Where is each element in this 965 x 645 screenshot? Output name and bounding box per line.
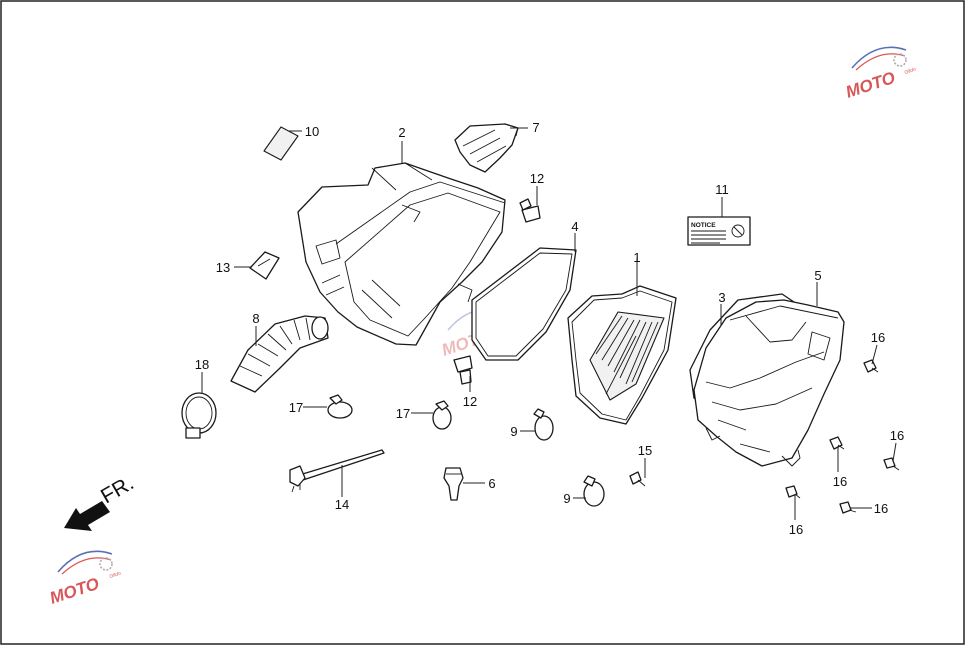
callout-part-1: 1: [633, 250, 640, 265]
watermark-sub-text: Gildo: [109, 571, 122, 580]
part-12-bolt-upper: [519, 198, 541, 223]
callout-part-7: 7: [532, 120, 539, 135]
callout-part-5: 5: [814, 268, 821, 283]
callout-part-12-lower: 12: [463, 394, 477, 409]
callout-part-17-left: 17: [289, 400, 303, 415]
part-10-label-sticker: [263, 126, 299, 161]
callout-part-4: 4: [571, 219, 578, 234]
watermark-main-text: MOTO: [47, 574, 101, 608]
watermark-sub-text: Gildo: [904, 67, 917, 76]
part-16-screw-3: [883, 457, 900, 471]
callout-part-10: 10: [305, 124, 319, 139]
callout-part-3: 3: [718, 290, 725, 305]
part-18-hose-clamp: [181, 392, 217, 439]
callout-part-16-b: 16: [833, 474, 847, 489]
callout-part-16-a: 16: [871, 330, 885, 345]
part-16-screw-5: [839, 501, 857, 514]
callout-part-15: 15: [638, 443, 652, 458]
callout-part-16-d: 16: [789, 522, 803, 537]
part-11-notice-label: NOTICE: [687, 216, 751, 246]
part-4-gasket: [471, 247, 577, 361]
callout-part-16-c: 16: [890, 428, 904, 443]
part-16-screw-4: [785, 485, 801, 499]
watermark-bottom-left: MOTO Gildo: [47, 550, 122, 608]
part-1-air-filter-element: [567, 285, 677, 425]
part-9-clamp-lower: [583, 475, 605, 507]
part-16-screw-1: [863, 359, 879, 373]
front-arrow-icon: [64, 501, 110, 531]
callout-part-11: 11: [715, 182, 729, 197]
callout-part-9-lower: 9: [563, 491, 570, 506]
callout-part-8: 8: [252, 311, 259, 326]
callout-part-14: 14: [335, 497, 349, 512]
callout-part-2: 2: [398, 125, 405, 140]
callout-part-6: 6: [488, 476, 495, 491]
part-14-drain-tube: [289, 449, 385, 493]
notice-label-title: NOTICE: [691, 222, 716, 229]
watermark-main-text: MOTO: [843, 68, 897, 102]
part-9-clamp-upper: [533, 408, 554, 441]
part-12-bolt-lower: [453, 355, 473, 385]
callout-part-12-upper: 12: [530, 171, 544, 186]
watermark-top-right: MOTO Gildo: [843, 46, 917, 102]
part-17-clamp-right: [432, 400, 452, 430]
part-2-air-box-cover: [297, 162, 506, 346]
part-5-air-box-case: [693, 299, 845, 467]
part-17-clamp-left: [327, 394, 353, 419]
callout-part-16-e: 16: [874, 501, 888, 516]
leader-lines: [201, 127, 897, 520]
callout-part-17-right: 17: [396, 406, 410, 421]
part-15-screw: [629, 471, 646, 487]
callout-numbers: 1 2 3 4 5 6 7 8 9 9 10 11 12 12 13 14 15…: [195, 120, 904, 537]
part-13-clip: [249, 251, 280, 280]
part-8-connecting-hose: [230, 315, 329, 393]
part-6-drain-plug: [443, 467, 464, 501]
callout-part-13: 13: [216, 260, 230, 275]
callout-part-18: 18: [195, 357, 209, 372]
part-16-screw-2: [829, 436, 845, 450]
front-direction-indicator: FR.: [64, 471, 138, 531]
callout-part-9-upper: 9: [510, 424, 517, 439]
part-7-intake-duct: [454, 123, 519, 173]
